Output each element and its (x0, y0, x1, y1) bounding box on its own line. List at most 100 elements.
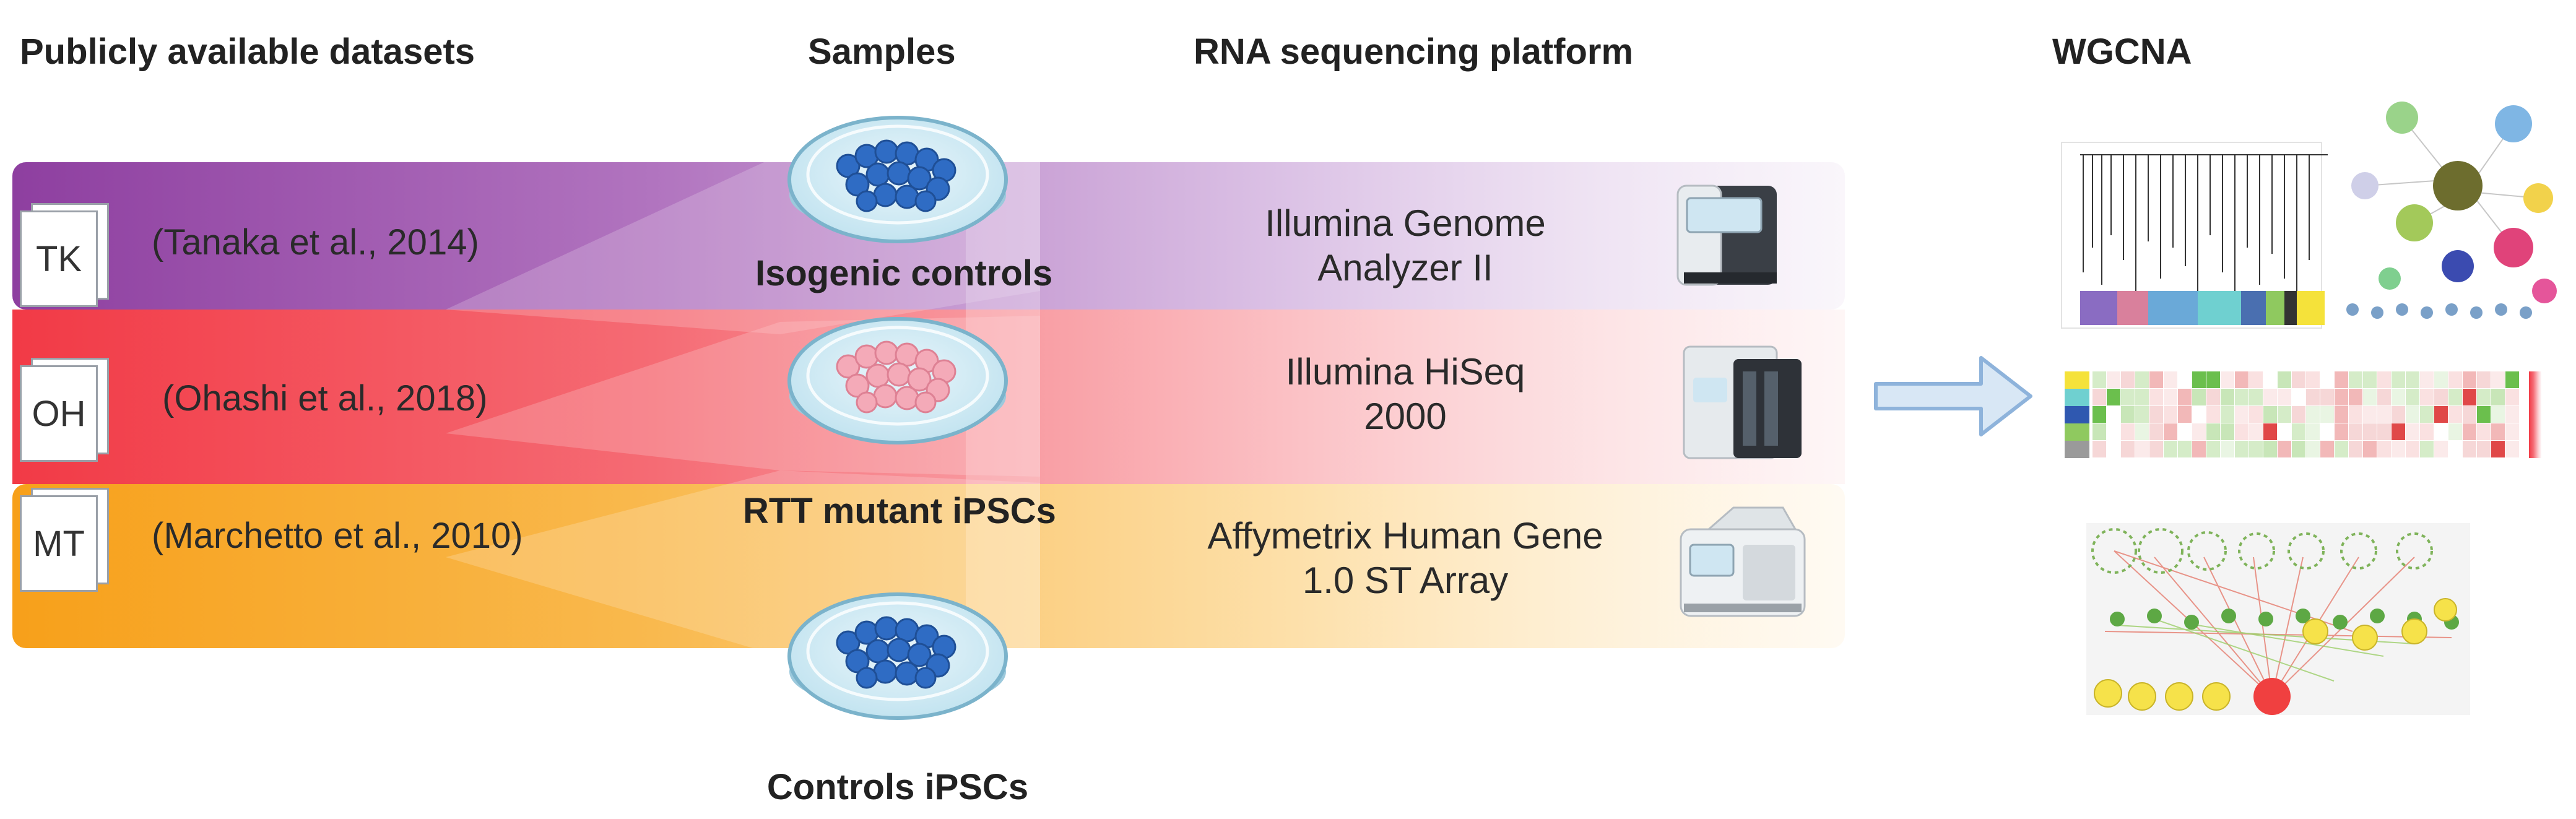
heatmap-cell (2406, 371, 2419, 388)
heatmap-cell (2164, 371, 2177, 388)
heatmap-cell (2164, 406, 2177, 423)
heatmap-cell (2420, 441, 2434, 457)
heatmap-cell (2363, 389, 2377, 405)
heatmap-cell (2377, 389, 2391, 405)
dataset-code-mt: MT (33, 523, 85, 564)
heatmap-cell (2206, 371, 2220, 388)
heatmap-cell (2249, 406, 2263, 423)
heatmap-cell (2121, 389, 2135, 405)
heatmap-cell (2278, 389, 2291, 405)
heatmap-cell (2292, 441, 2305, 457)
heatmap-cell (2221, 441, 2234, 457)
heatmap-cell (2335, 389, 2348, 405)
heatmap-cell (2164, 423, 2177, 440)
dataset-code-tk: TK (35, 238, 82, 279)
heatmap-cell (2135, 441, 2149, 457)
heatmap-cell (2092, 371, 2106, 388)
heatmap-cell (2149, 441, 2163, 457)
heatmap-cell (2235, 371, 2249, 388)
heatmap-cell (2235, 389, 2249, 405)
heatmap-cell (2377, 406, 2391, 423)
heatmap-cell (2292, 406, 2305, 423)
heatmap-cell (2420, 423, 2434, 440)
heatmap-cell (2335, 371, 2348, 388)
heatmap-cell (2448, 441, 2462, 457)
heatmap-cell (2349, 406, 2362, 423)
right-arrow-icon (1874, 356, 2032, 436)
heatmap-cell (2235, 406, 2249, 423)
heatmap-cell (2292, 423, 2305, 440)
heatmap-cell (2178, 371, 2192, 388)
heatmap-cell (2349, 389, 2362, 405)
heatmap-cell (2491, 406, 2505, 423)
heatmap-cell (2278, 406, 2291, 423)
heatmap-cell (2192, 423, 2206, 440)
heatmap-cell (2221, 423, 2234, 440)
heatmap-cell (2263, 406, 2277, 423)
heatmap-cell (2221, 406, 2234, 423)
heatmap-cell (2463, 389, 2476, 405)
heatmap-cell (2434, 441, 2448, 457)
heatmap-cell (2448, 371, 2462, 388)
heatmap-cell (2235, 441, 2249, 457)
heatmap-cell (2121, 423, 2135, 440)
heatmap-cell (2406, 389, 2419, 405)
heatmap-cell (2434, 389, 2448, 405)
heatmap-cell (2107, 389, 2120, 405)
heatmap-cell (2392, 441, 2405, 457)
heatmap-cell (2363, 441, 2377, 457)
heatmap-cell (2278, 441, 2291, 457)
heatmap-cell (2292, 389, 2305, 405)
heatmap-cell (2505, 389, 2519, 405)
heatmap-cell (2192, 389, 2206, 405)
heatmap-cell (2278, 371, 2291, 388)
heatmap-cell (2135, 371, 2149, 388)
heatmap-cell (2249, 441, 2263, 457)
platform-line: Illumina Genome (1265, 202, 1546, 244)
platform-line: Affymetrix Human Gene (1207, 515, 1603, 557)
heatmap-cell (2363, 423, 2377, 440)
header-datasets: Publicly available datasets (20, 32, 475, 72)
heatmap-cell (2377, 423, 2391, 440)
heatmap-cell (2491, 423, 2505, 440)
platform-label-affymetrix: Affymetrix Human Gene 1.0 ST Array (1164, 514, 1647, 603)
heatmap-cell (2335, 406, 2348, 423)
citation-marchetto: (Marchetto et al., 2010) (152, 516, 523, 556)
heatmap-cell (2320, 423, 2334, 440)
heatmap-cell (2092, 389, 2106, 405)
heatmap-cell (2306, 423, 2320, 440)
heatmap-cell (2477, 406, 2491, 423)
heatmap-cell (2306, 406, 2320, 423)
heatmap-cell (2178, 406, 2192, 423)
sample-label-rtt: RTT mutant iPSCs (743, 491, 1056, 531)
platform-line: Illumina HiSeq (1285, 351, 1525, 392)
heatmap-cell (2121, 371, 2135, 388)
heatmap-cell (2149, 389, 2163, 405)
heatmap-cell (2392, 406, 2405, 423)
heatmap-cell (2448, 423, 2462, 440)
petri-dish-icon (787, 116, 1008, 243)
heatmap-cell (2420, 389, 2434, 405)
sequencer-instrument-icon (1680, 506, 1806, 617)
platform-line: Analyzer II (1317, 247, 1493, 288)
heatmap-cell (2434, 371, 2448, 388)
heatmap-cell (2192, 406, 2206, 423)
heatmap-cell (2092, 441, 2106, 457)
heatmap-cell (2263, 389, 2277, 405)
heatmap-cell (2178, 423, 2192, 440)
heatmap-cell (2349, 371, 2362, 388)
heatmap-cell (2121, 441, 2135, 457)
heatmap-cell (2221, 389, 2234, 405)
heatmap-cell (2107, 371, 2120, 388)
heatmap-cell (2249, 389, 2263, 405)
heatmap-cell (2235, 423, 2249, 440)
heatmap-cell (2135, 423, 2149, 440)
heatmap-cell (2349, 423, 2362, 440)
heatmap-cell (2206, 423, 2220, 440)
heatmap-cell (2164, 441, 2177, 457)
heatmap-cell (2477, 371, 2491, 388)
heatmap-cell (2505, 371, 2519, 388)
heatmap-cell (2491, 441, 2505, 457)
platform-label-illumina-hiseq: Illumina HiSeq 2000 (1164, 350, 1647, 439)
